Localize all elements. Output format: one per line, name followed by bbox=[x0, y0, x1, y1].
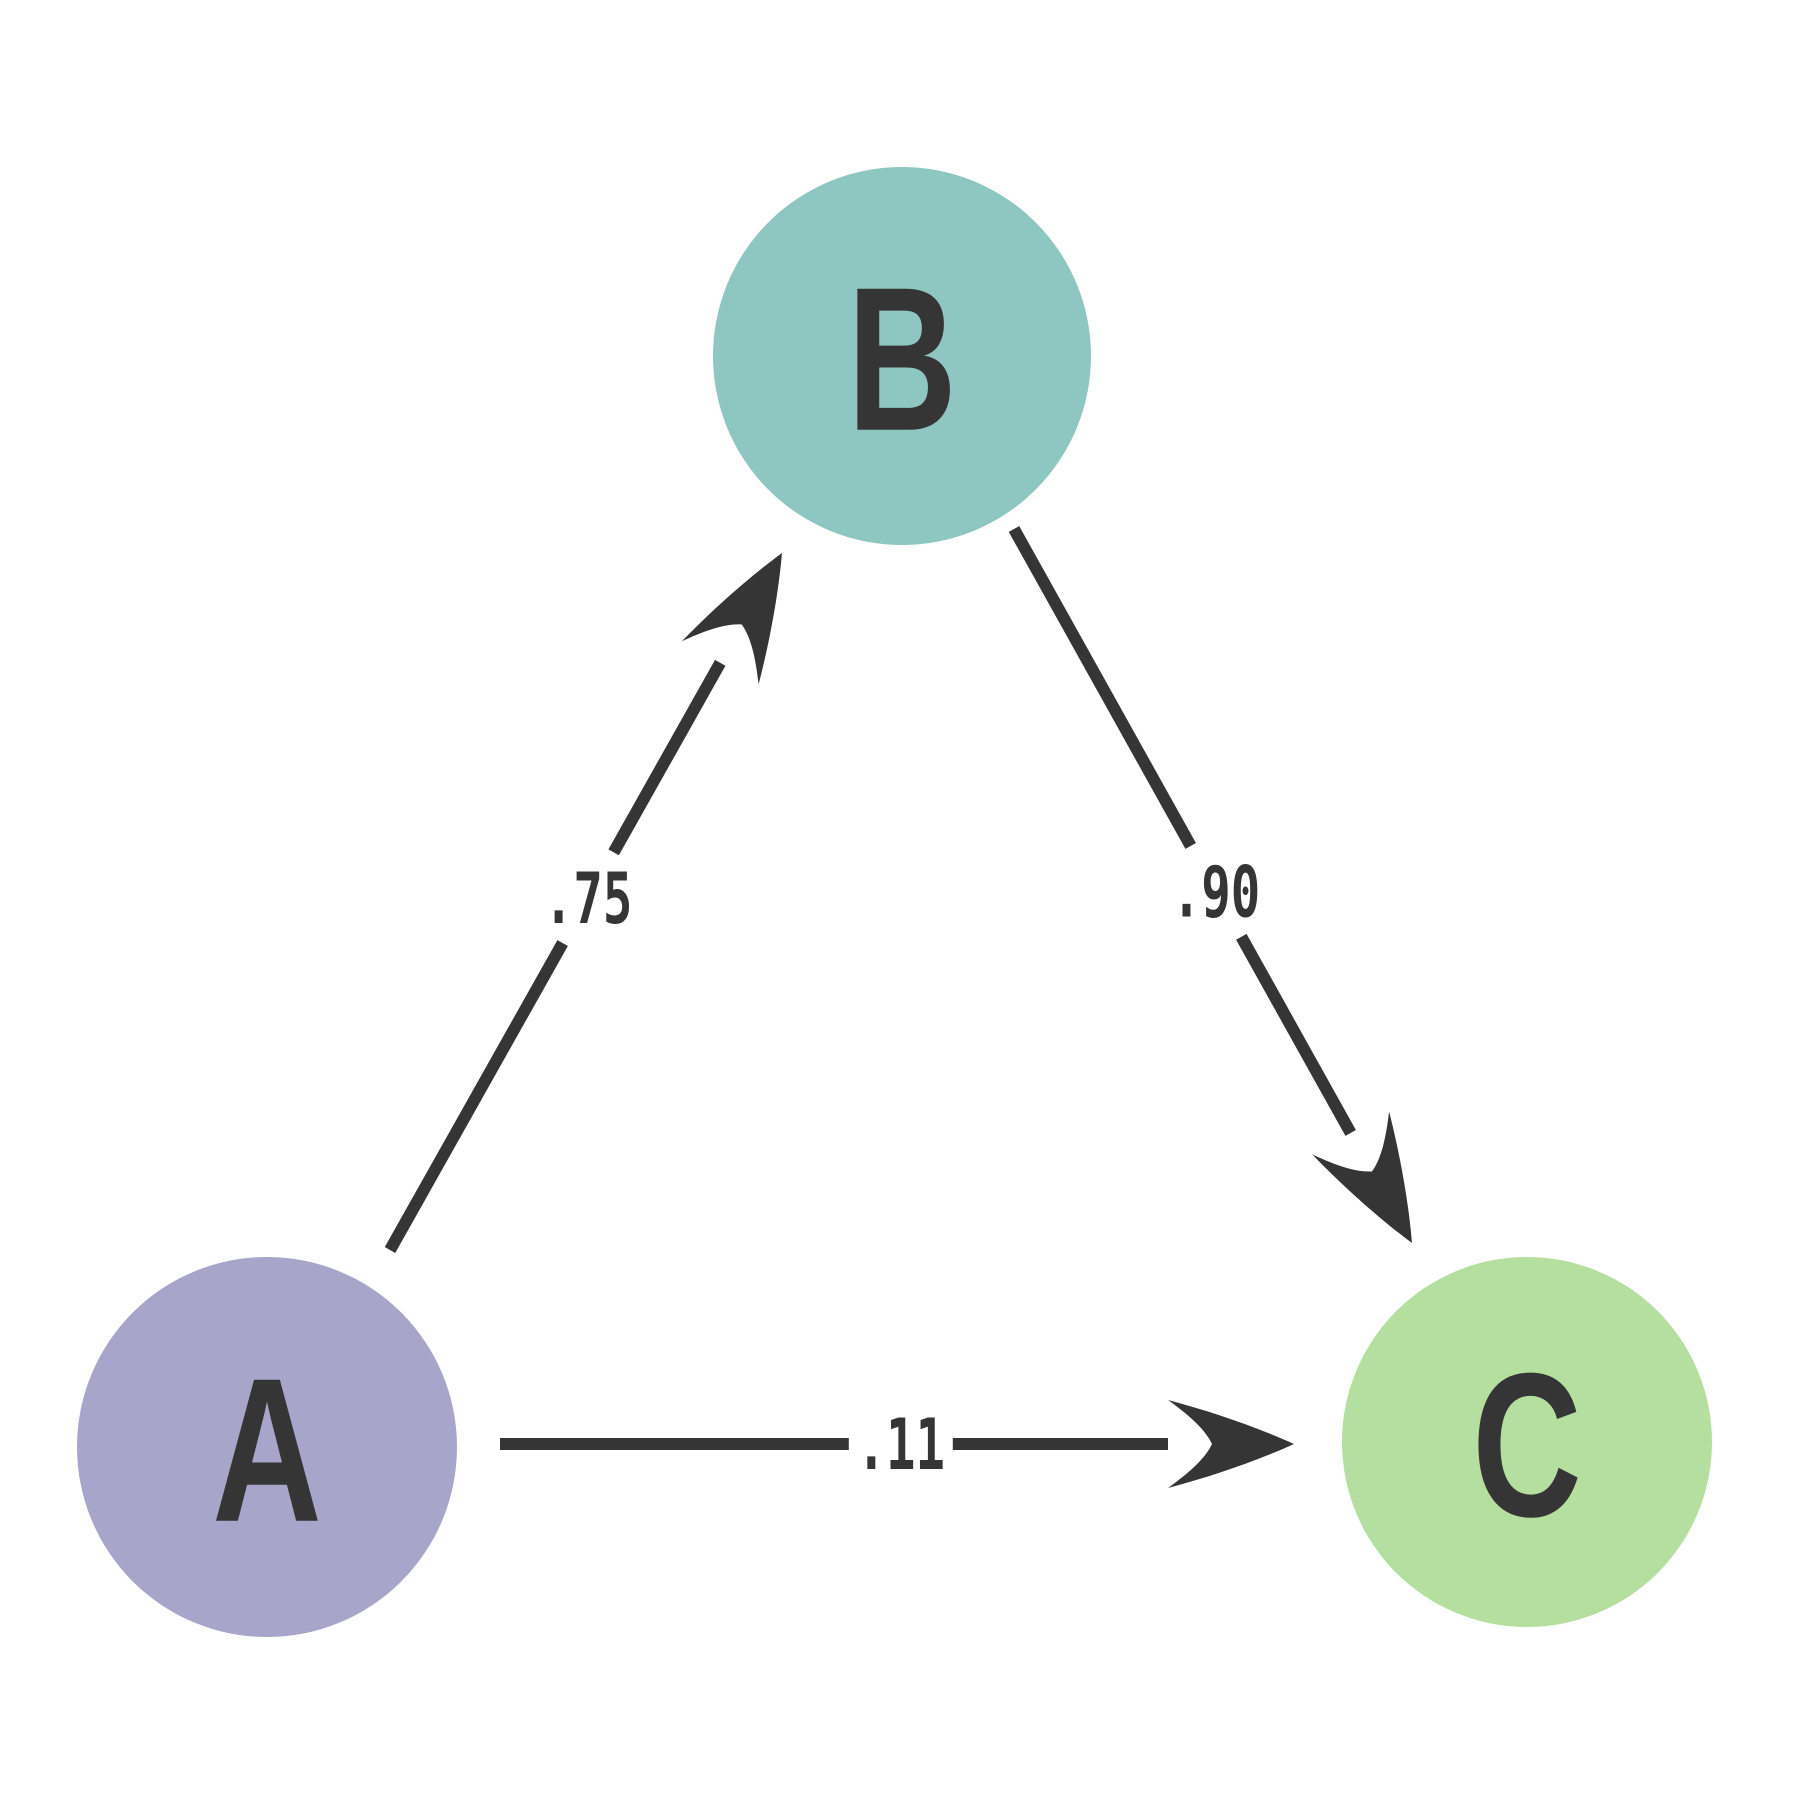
edge-line-segment bbox=[384, 940, 568, 1253]
edge-weight-label: .90 bbox=[1172, 853, 1260, 934]
node-label: B bbox=[847, 246, 957, 474]
edge-line-segment bbox=[1236, 933, 1356, 1136]
node-circle-A bbox=[77, 1257, 457, 1637]
edge-A-B: .75 bbox=[384, 553, 782, 1253]
arrowhead-icon bbox=[1168, 1400, 1294, 1488]
edge-A-C: .11 bbox=[500, 1400, 1294, 1488]
edge-line-segment bbox=[1008, 526, 1196, 849]
node-A: A bbox=[77, 1257, 457, 1637]
node-C: C bbox=[1342, 1257, 1712, 1627]
edge-weight-label: .75 bbox=[544, 859, 632, 940]
edge-B-C: .90 bbox=[1008, 526, 1412, 1243]
edge-line-segment bbox=[608, 659, 726, 856]
node-circle-B bbox=[713, 167, 1091, 545]
arrowhead-icon bbox=[681, 553, 782, 685]
node-label: A bbox=[212, 1337, 322, 1565]
node-label: C bbox=[1472, 1332, 1582, 1560]
edge-weight-label: .11 bbox=[857, 1405, 945, 1486]
node-B: B bbox=[713, 167, 1091, 545]
node-circle-C bbox=[1342, 1257, 1712, 1627]
arrowhead-icon bbox=[1312, 1111, 1412, 1243]
